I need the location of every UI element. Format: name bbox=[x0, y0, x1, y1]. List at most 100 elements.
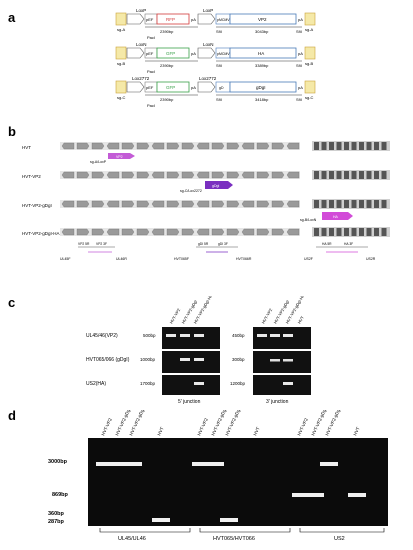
gene-arrow bbox=[121, 171, 135, 179]
gene-arrow bbox=[106, 171, 120, 179]
repeat-gene bbox=[314, 228, 319, 236]
gene-arrow bbox=[286, 200, 300, 208]
repeat-gene bbox=[366, 228, 372, 236]
genome-backbone bbox=[60, 228, 300, 236]
genome-repeat-region bbox=[312, 199, 390, 209]
cassette-3-lox-left: Lox2772 bbox=[132, 76, 150, 81]
gene-arrow bbox=[76, 228, 90, 236]
gel-d bbox=[88, 438, 388, 526]
gene-arrow bbox=[286, 142, 300, 150]
gel-band bbox=[292, 493, 310, 497]
gene-arrow bbox=[61, 142, 75, 150]
gene-arrow bbox=[151, 200, 165, 208]
gene-arrow bbox=[166, 200, 180, 208]
repeat-gene bbox=[336, 200, 342, 208]
genome-row-label: HVT bbox=[22, 145, 31, 150]
primer-2-c: HVT066R bbox=[236, 257, 252, 261]
gel-d-lane-label: HVT bbox=[156, 426, 164, 436]
cassette-3-sg-right: sg-C bbox=[305, 95, 314, 100]
gene-arrow bbox=[271, 228, 285, 236]
cassette-1-insert-pa: pA bbox=[298, 17, 303, 22]
gene-arrow bbox=[241, 200, 255, 208]
marker-869: 869bp bbox=[52, 492, 69, 498]
gene-arrow bbox=[91, 228, 105, 236]
repeat-gene bbox=[321, 171, 327, 179]
gel-band bbox=[192, 462, 210, 466]
cassette-3-promoter: pEF bbox=[146, 85, 154, 90]
gel-d-lane-label: HVT-VP2 bbox=[296, 417, 309, 437]
gene-arrow bbox=[91, 171, 105, 179]
repeat-gene bbox=[366, 142, 372, 150]
repeat-gene bbox=[329, 171, 334, 179]
repeat-gene bbox=[359, 200, 364, 208]
repeat-gene bbox=[321, 142, 327, 150]
gdgi-insert-note: sg-C/Lox2272 bbox=[180, 189, 202, 193]
genome-row-label: HVT-VP2-gDgI bbox=[22, 203, 52, 208]
cassette-3-size-right: 3418bp bbox=[255, 97, 269, 102]
gel-d-lane-label: HVT-VP2-gDgI-HA bbox=[324, 410, 344, 436]
genome-repeat-region bbox=[312, 141, 390, 151]
cassette-1-size-right: 3043bp bbox=[255, 29, 269, 34]
c-junction-right: 3' junction bbox=[266, 399, 289, 405]
cassette-3-insert: gDgI bbox=[256, 85, 266, 90]
repeat-gene bbox=[381, 228, 387, 236]
repeat-gene bbox=[374, 228, 379, 236]
ha-insert: sg-B/LoxN HA bbox=[300, 212, 353, 222]
c-row-1-name: UL45/46(VP2) bbox=[86, 333, 118, 339]
cassette-2-size-right: 3389bp bbox=[255, 63, 269, 68]
repeat-gene bbox=[359, 142, 364, 150]
gene-arrow bbox=[106, 228, 120, 236]
gene-arrow bbox=[181, 200, 195, 208]
primer-1-name: UL45F bbox=[60, 257, 71, 261]
repeat-gene bbox=[359, 228, 364, 236]
gel-band bbox=[306, 493, 324, 497]
panel-letter-a: a bbox=[8, 10, 16, 25]
ha-insert-note: sg-B/LoxN bbox=[300, 218, 317, 222]
gene-arrow bbox=[256, 228, 270, 236]
gene-arrow bbox=[256, 142, 270, 150]
c-junction-left: 5' junction bbox=[178, 399, 201, 405]
repeat-gene bbox=[366, 200, 372, 208]
cassette-1-reporter-pa: pA bbox=[191, 17, 196, 22]
panel-letter-b: b bbox=[8, 124, 16, 139]
repeat-gene bbox=[374, 200, 379, 208]
panel-d-groups: UL45/UL46 HVT065/HVT066 US2 bbox=[99, 528, 385, 542]
repeat-gene bbox=[321, 228, 327, 236]
gel-d-lane-label: HVT-VP2 bbox=[196, 417, 209, 437]
cassette-2-pac: PacI bbox=[147, 69, 155, 74]
repeat-gene bbox=[381, 142, 387, 150]
gel-band bbox=[320, 462, 338, 466]
gel-band bbox=[110, 462, 128, 466]
gene-arrow bbox=[91, 142, 105, 150]
gdgi-insert: sg-C/Lox2272 gDgI bbox=[180, 181, 233, 193]
gel-d-lane-label: HVT bbox=[252, 426, 260, 436]
cassette-2-size-left: 2390bp bbox=[160, 63, 174, 68]
c-row-2: HVT065/066 (gDgI) 1000bp 300bp bbox=[86, 351, 311, 373]
genome-row-label: HVT-VP2-gDgI-HA bbox=[22, 231, 60, 236]
panel-a-cassettes: sg-A LoxP pEF RFP pA 2390bp PacI LoxP pM… bbox=[115, 8, 316, 108]
cassette-1-pac: PacI bbox=[147, 35, 155, 40]
panel-c-lanes-left: HVT-VP2 HVT-VP2-gDgI HVT-VP2-gDgI-HA bbox=[169, 296, 214, 325]
gene-arrow bbox=[181, 171, 195, 179]
cassette-1-promoter2: pMCMV bbox=[217, 18, 230, 22]
gel-d-lane-label: HVT-VP2 bbox=[100, 417, 113, 437]
primer-3-name: US2F bbox=[304, 257, 313, 261]
primer-1-a: VP2 5R bbox=[78, 242, 90, 246]
repeat-gene bbox=[329, 200, 334, 208]
genome-repeat-region bbox=[312, 170, 390, 180]
repeat-gene bbox=[344, 171, 349, 179]
repeat-gene bbox=[344, 200, 349, 208]
gene-arrow bbox=[151, 142, 165, 150]
gene-arrow bbox=[211, 142, 225, 150]
gene-arrow bbox=[136, 171, 150, 179]
gene-arrow bbox=[151, 171, 165, 179]
cassette-3-size-left: 2390bp bbox=[160, 97, 174, 102]
c-row-1-left-size: 500bp bbox=[143, 333, 156, 338]
cassette-1-size-left: 2390bp bbox=[160, 29, 174, 34]
c-row-2-left-size: 1000bp bbox=[140, 357, 156, 362]
group-ul45: UL45/UL46 bbox=[118, 536, 146, 542]
gene-arrow bbox=[286, 228, 300, 236]
cassette-2-reporter-pa: pA bbox=[191, 51, 196, 56]
